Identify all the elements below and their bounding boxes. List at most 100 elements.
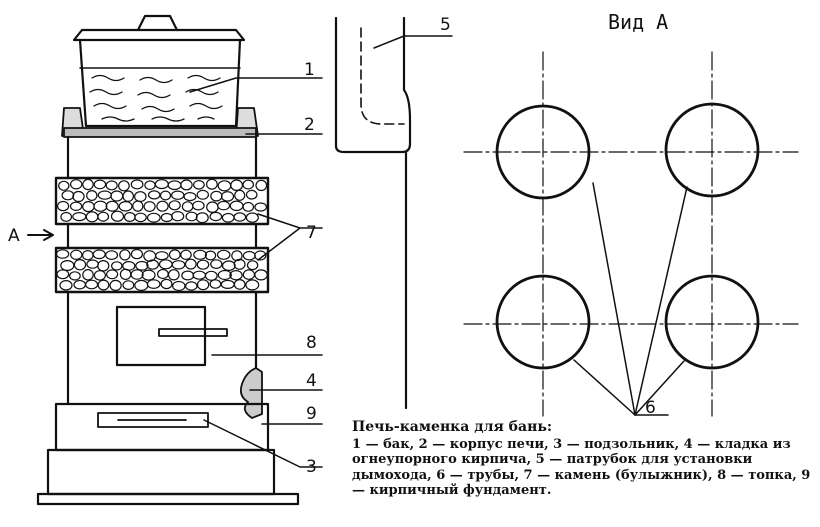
cobblestone: [206, 201, 219, 213]
cobblestone: [58, 180, 70, 191]
cobblestone: [146, 279, 161, 290]
cobblestone: [82, 178, 94, 191]
cobblestone: [172, 280, 186, 292]
cobblestone: [195, 212, 209, 224]
cobblestone: [56, 200, 70, 212]
cobblestone: [130, 179, 144, 190]
cobblestone: [119, 268, 132, 280]
cobblestone: [156, 268, 169, 280]
cobblestone: [82, 201, 95, 213]
cobblestone: [92, 249, 106, 260]
view-a: [463, 51, 799, 417]
cobblestone: [97, 259, 110, 272]
cobblestone: [119, 249, 131, 261]
flue-pipe: [334, 16, 453, 410]
cobblestone: [155, 251, 169, 261]
cobblestone: [69, 201, 83, 211]
cobblestone: [160, 278, 173, 290]
cobblestone: [192, 180, 205, 190]
cobblestone: [245, 212, 259, 223]
cobblestone: [144, 180, 156, 190]
cobblestone: [105, 200, 119, 212]
cobblestone: [204, 250, 217, 261]
cobblestone: [146, 212, 161, 223]
cobblestone: [204, 270, 218, 281]
cobblestone: [158, 259, 173, 270]
cobblestone: [209, 279, 222, 289]
cobblestone: [168, 200, 181, 211]
cobblestone: [184, 258, 197, 270]
cobblestone: [233, 258, 246, 270]
firebox-door-handle: [158, 328, 228, 337]
cobblestone: [180, 249, 192, 260]
cobblestone: [183, 192, 197, 202]
cobblestone: [220, 279, 235, 289]
tank-lid: [72, 28, 246, 42]
label-2: 2: [304, 115, 315, 135]
cobblestone: [242, 269, 256, 280]
pipe-top-left: [495, 104, 591, 200]
cobblestone: [105, 250, 119, 261]
cobblestone: [135, 260, 149, 271]
cobblestone: [246, 260, 259, 271]
cobblestone: [229, 270, 243, 281]
cobblestone: [192, 200, 205, 211]
cobblestone: [146, 259, 160, 270]
cobblestone: [86, 259, 99, 269]
cobblestone: [245, 279, 260, 291]
cobblestone: [167, 180, 182, 191]
cobblestone: [143, 201, 156, 212]
cobblestone: [255, 179, 268, 192]
cobblestone: [185, 211, 198, 222]
cobblestone: [60, 211, 73, 222]
pipe-bottom-right: [664, 274, 760, 370]
water-waves: [89, 74, 223, 122]
cobblestone: [171, 210, 185, 222]
cobblestone: [168, 249, 181, 261]
cobblestone: [254, 250, 267, 261]
cobblestone: [233, 279, 246, 290]
cobblestone: [193, 249, 208, 260]
cobblestone: [141, 269, 156, 281]
cobblestone: [109, 279, 122, 291]
cobblestone: [93, 270, 107, 281]
cobblestone: [210, 259, 223, 270]
label-a: А: [8, 226, 20, 246]
cobblestone: [209, 211, 223, 222]
refractory-brick: [239, 367, 263, 419]
cobblestone: [82, 249, 94, 261]
label-8: 8: [306, 333, 317, 353]
cobblestone: [229, 200, 244, 212]
cobblestone: [205, 178, 218, 190]
label-5: 5: [440, 15, 451, 35]
cobblestone: [216, 249, 231, 260]
cobblestone: [97, 279, 110, 291]
cobblestone: [242, 250, 256, 261]
cobblestone: [60, 260, 75, 272]
cobblestone: [233, 212, 247, 222]
cobblestone: [217, 269, 232, 281]
caption-text: 1 — бак, 2 — корпус печи, 3 — подзольник…: [352, 436, 811, 499]
cobblestone: [242, 179, 254, 190]
cobblestone: [170, 190, 185, 200]
cobblestone: [72, 190, 85, 203]
cobblestone: [181, 201, 194, 213]
cobblestone: [110, 210, 125, 222]
cobblestone: [82, 268, 94, 281]
cobblestone: [70, 249, 83, 260]
label-1: 1: [304, 60, 315, 80]
cobblestone: [59, 279, 73, 291]
cobblestone: [93, 179, 107, 190]
label-7: 7: [306, 223, 317, 243]
centerlines: [463, 51, 799, 417]
cobblestone: [105, 180, 118, 191]
pipe-top-right: [664, 102, 760, 198]
cobblestone: [180, 179, 193, 191]
cobblestone: [132, 200, 144, 212]
cobblestone: [134, 279, 149, 291]
cobblestone: [56, 269, 70, 280]
cobblestone: [217, 180, 232, 192]
cobblestone: [86, 190, 98, 202]
cobblestone: [156, 200, 169, 212]
